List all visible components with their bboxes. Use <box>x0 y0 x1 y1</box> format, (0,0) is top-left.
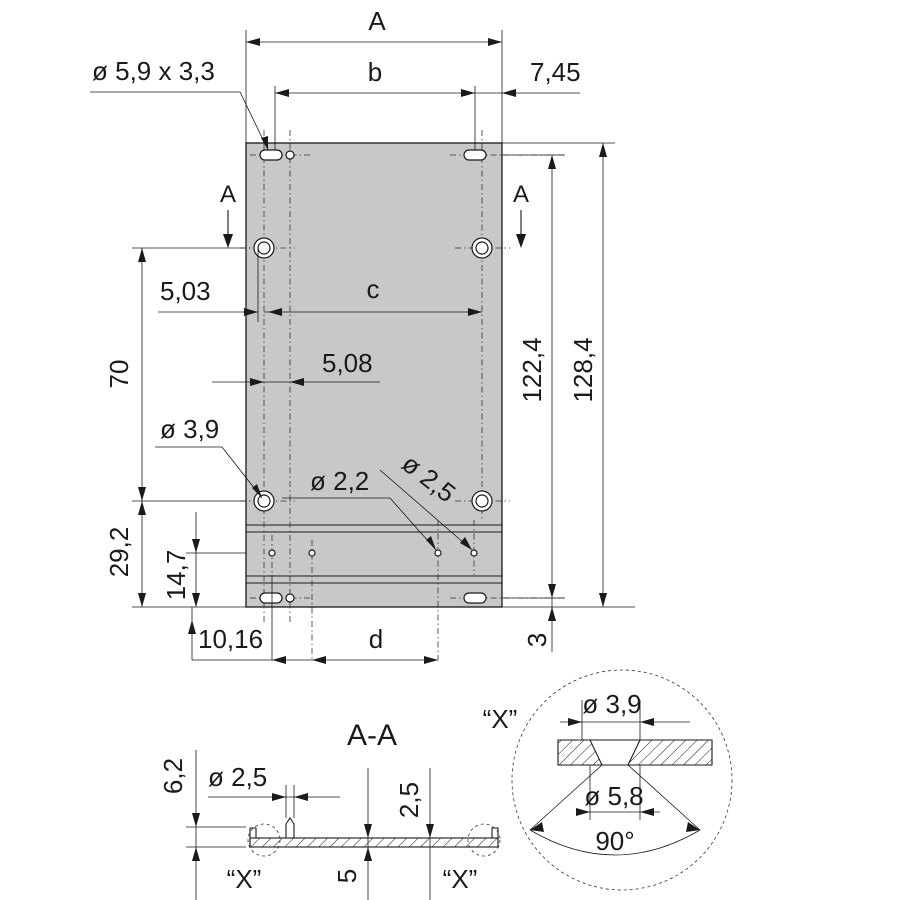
svg-text:5,08: 5,08 <box>322 348 373 378</box>
slot-hole <box>259 592 283 604</box>
dimension-label-A: A <box>368 6 386 36</box>
small-hole <box>434 549 442 557</box>
section-marker-left: A <box>220 181 236 248</box>
svg-text:5: 5 <box>332 869 362 883</box>
detail-x-marker-left <box>247 823 281 857</box>
dimension-14-7: 14,7 <box>161 512 246 607</box>
dimension-29-2: 29,2 <box>104 501 246 608</box>
hole-2-2-callout: ø 2,2 <box>282 466 437 551</box>
dimension-label-b: b <box>368 57 382 87</box>
svg-text:10,16: 10,16 <box>198 624 263 654</box>
holes <box>253 149 493 604</box>
section-title: A-A <box>347 719 397 752</box>
svg-text:29,2: 29,2 <box>104 527 134 578</box>
svg-text:5,03: 5,03 <box>160 276 211 306</box>
small-hole <box>308 549 316 557</box>
detail-circle <box>511 669 733 891</box>
svg-text:“X”: “X” <box>227 864 262 894</box>
slot-callout: ø 5,9 x 3,3 <box>90 56 269 151</box>
slot-hole <box>259 149 283 161</box>
section-view-a-a: A-A “X” “X” 6,2 ø 2,5 <box>158 719 501 900</box>
svg-text:ø 3,9: ø 3,9 <box>160 414 219 444</box>
section-plate <box>249 837 499 848</box>
dimension-3: 3 <box>522 598 556 652</box>
svg-text:2,5: 2,5 <box>394 782 424 818</box>
section-pin <box>285 817 295 838</box>
svg-text:c: c <box>367 274 380 304</box>
dimension-label-7-45: 7,45 <box>530 57 581 87</box>
small-hole <box>285 150 295 160</box>
hole-3-9-callout: ø 3,9 <box>155 414 263 499</box>
dimension-122-4: 122,4 <box>502 154 565 599</box>
svg-text:3: 3 <box>522 633 552 647</box>
svg-text:A: A <box>513 181 529 208</box>
svg-text:A: A <box>220 181 236 208</box>
dimension-70: 70 <box>104 247 246 502</box>
dimension-b: b <box>274 57 476 150</box>
small-hole <box>470 549 478 557</box>
svg-text:6,2: 6,2 <box>158 758 188 794</box>
svg-text:70: 70 <box>104 360 134 389</box>
svg-text:ø 3,9: ø 3,9 <box>582 689 641 719</box>
dimension-10-16: 10,16 <box>188 575 312 664</box>
detail-label: “X” <box>483 704 518 734</box>
dimension-5-03: 5,03 <box>158 250 259 322</box>
dimension-128-4: 128,4 <box>502 142 635 608</box>
mounting-plate <box>245 142 503 608</box>
svg-text:“X”: “X” <box>443 864 478 894</box>
detail-x-marker-right <box>467 823 501 857</box>
svg-text:ø 2,5: ø 2,5 <box>208 762 267 792</box>
svg-text:90°: 90° <box>595 826 634 856</box>
slot-hole <box>463 149 487 161</box>
dimension-d: d <box>312 624 438 664</box>
slot-size-label: ø 5,9 x 3,3 <box>92 56 215 86</box>
svg-text:ø 5,8: ø 5,8 <box>584 781 643 811</box>
dimension-5-08: 5,08 <box>212 348 380 386</box>
svg-text:128,4: 128,4 <box>568 337 598 402</box>
slot-hole <box>463 592 487 604</box>
detail-view-x: “X” ø 3,9 ø 5,8 90° <box>483 669 733 891</box>
section-marker-right: A <box>513 181 529 248</box>
dimension-7-45: 7,45 <box>475 57 581 97</box>
svg-text:14,7: 14,7 <box>161 550 191 601</box>
svg-text:d: d <box>369 624 383 654</box>
dimension-c: c <box>264 274 482 316</box>
svg-text:ø 2,2: ø 2,2 <box>310 466 369 496</box>
small-hole <box>285 593 295 603</box>
small-hole <box>268 549 276 557</box>
plate-body <box>245 142 503 608</box>
svg-text:122,4: 122,4 <box>517 337 547 402</box>
dimension-A: A <box>245 6 503 143</box>
